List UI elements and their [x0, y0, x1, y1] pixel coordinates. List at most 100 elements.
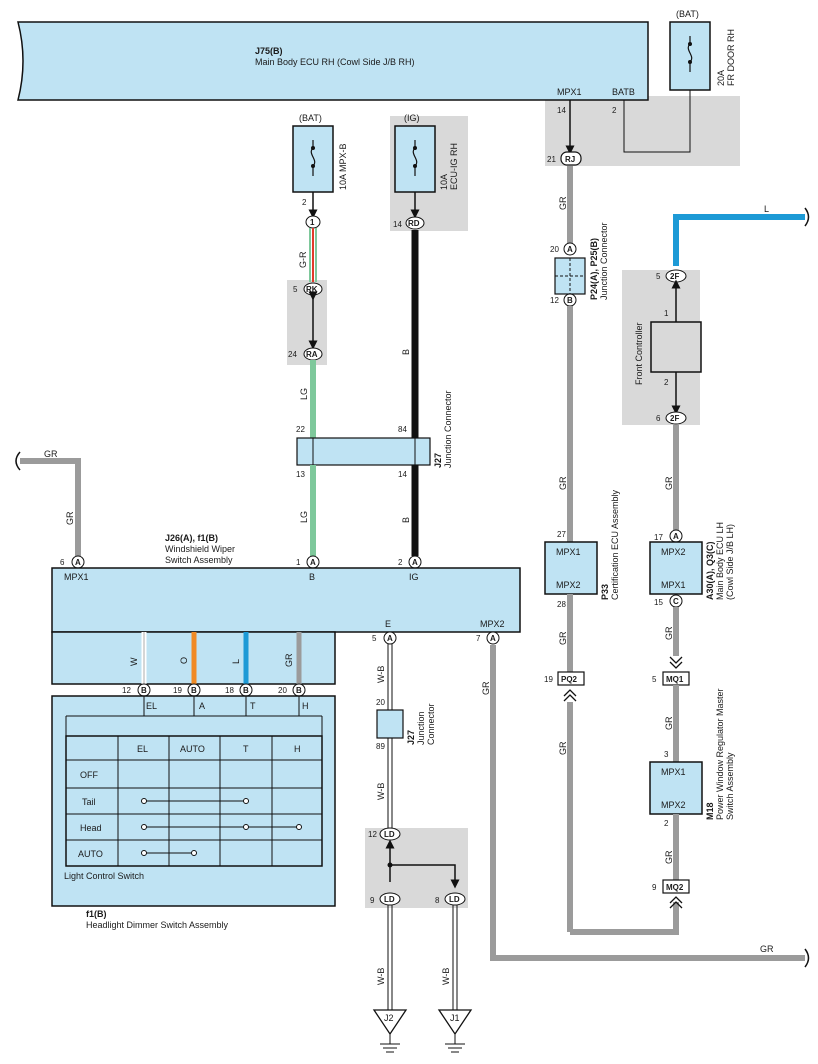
ls-row-off: OFF [80, 770, 98, 780]
wire-label-gr-r: G-R [298, 251, 308, 268]
pw-num-in: 3 [664, 750, 669, 759]
ls-conn-18: B [243, 686, 249, 695]
cert-code: P33 [600, 584, 610, 600]
ls-label-el: EL [146, 701, 157, 711]
j27l-pin-out: 89 [376, 742, 385, 751]
j27u-pin-out-lg: 13 [296, 470, 305, 479]
ecu-rh-pin-batb: BATB [612, 87, 635, 97]
pq2-chevron [563, 689, 577, 702]
j27u-pin-out-b: 14 [398, 470, 407, 479]
ground-j2-label: J2 [384, 1013, 394, 1023]
fuse-door-name: FR DOOR RH [726, 29, 736, 86]
ls-pin-19: 19 [173, 686, 182, 695]
wiper-num-b: 1 [296, 558, 301, 567]
ecu-lh-pin-mpx1: MPX1 [661, 580, 686, 590]
wire-label-gr-4: GR [558, 741, 568, 755]
wiper-conn-mpx1: A [75, 558, 81, 567]
ra-conn: RA [306, 350, 318, 359]
p24-pin-a-circle [563, 242, 577, 256]
wire-batb [623, 90, 691, 153]
ld-pin-left: 9 [370, 896, 375, 905]
wiper-name1: Windshield Wiper [165, 544, 235, 554]
rj-label: RJ [565, 155, 575, 164]
light-switch-table: EL AUTO T H OFF Tail Head AUTO [65, 735, 323, 867]
cert-ecu-box [544, 541, 598, 595]
mq2-label: MQ2 [666, 883, 684, 892]
ld-pin-top: 12 [368, 830, 377, 839]
wiper-conn-mpx2: A [490, 634, 496, 643]
fuse-mpxb-source: (BAT) [299, 113, 322, 123]
wire-label-b-1: B [401, 349, 411, 355]
fuse-door-rating: 20A [716, 70, 726, 86]
wiper-num-e: 5 [372, 634, 377, 643]
ecu-lh-num-bot: 15 [654, 598, 663, 607]
rj-connector [560, 151, 582, 166]
ld-conn-right: LD [449, 895, 460, 904]
mq2-chevron [669, 896, 683, 909]
fuse-ecuig-source: (IG) [404, 113, 420, 123]
ls-name: Headlight Dimmer Switch Assembly [86, 920, 229, 930]
wiper-conn-e: A [387, 634, 393, 643]
wire-label-gr-11: GR [481, 681, 491, 695]
j27l-name2: Connector [426, 703, 436, 745]
ecu-lh-conn-bot: C [673, 597, 679, 606]
ecu-rh-num-mpx1: 14 [557, 106, 566, 115]
pw-name2: Switch Assembly [725, 752, 735, 820]
cert-num-out: 28 [557, 600, 566, 609]
j27u-pin-in-b: 84 [398, 425, 407, 434]
fuse-door-box [669, 21, 711, 91]
rk-pin: 5 [293, 285, 298, 294]
p24-conn-a: A [567, 245, 573, 254]
wire-label-gr-1: GR [558, 196, 568, 210]
j27u-name: Junction Connector [443, 390, 453, 468]
wiper-conn-ig: A [412, 558, 418, 567]
fc-num-in: 1 [664, 309, 669, 318]
light-switch-pins: 12 B 19 B 18 B 20 B [122, 683, 306, 697]
wire-label-gr-10: GR [65, 511, 75, 525]
p24-conn-b: B [567, 296, 573, 305]
wire-label-gr-5: GR [664, 476, 674, 490]
wire-l-blue [673, 214, 805, 266]
p24-pin-b: 12 [550, 296, 559, 305]
mq1-label: MQ1 [666, 675, 684, 684]
pw-code: M18 [705, 802, 715, 820]
ecu-lh-code: A30(A), Q3(C) [705, 541, 715, 600]
fuse-ecuig-name: ECU-IG RH [449, 143, 459, 190]
wire-wb-ground [387, 905, 458, 1010]
ls-row-auto: AUTO [78, 849, 103, 859]
wire-label-gr-9: GR [44, 449, 58, 459]
ecu-rh-name: Main Body ECU RH (Cowl Side J/B RH) [255, 57, 415, 67]
fuse-ecuig-rating: 10A [439, 174, 449, 190]
ls-conn-12: B [141, 686, 147, 695]
dimmer-switch-box [51, 695, 336, 907]
fc-conn-bot [665, 411, 687, 425]
fc-num-out: 2 [664, 378, 669, 387]
pw-pin-mpx2: MPX2 [661, 800, 686, 810]
fc-name: Front Controller [634, 322, 644, 385]
ground-j1 [437, 1009, 473, 1036]
wire-label-wb-2: W-B [376, 783, 386, 800]
wiper-num-ig: 2 [398, 558, 403, 567]
cert-pin-mpx2: MPX2 [556, 580, 581, 590]
ls-row-head: Head [80, 823, 102, 833]
ecu-rh-box [17, 21, 649, 101]
ecu-rh-code: J75(B) [255, 46, 283, 56]
cert-name: Certification ECU Assembly [610, 489, 620, 600]
fuse-ecuig-conn: RD [408, 219, 420, 228]
ecu-lh-pin-mpx2: MPX2 [661, 547, 686, 557]
j27-upper-box [296, 437, 431, 466]
ls-col-h: H [294, 744, 301, 754]
wiper-pin-mpx2: MPX2 [480, 619, 505, 629]
wire-label-wb-1: W-B [376, 666, 386, 683]
wire-label-gr-8: GR [664, 850, 674, 864]
wiper-code: J26(A), f1(B) [165, 533, 218, 543]
rk-conn: RK [306, 285, 318, 294]
wiper-pin-ig: IG [409, 572, 419, 582]
ecu-lh-name1: Main Body ECU LH [715, 522, 725, 600]
j27l-pin-in: 20 [376, 698, 385, 707]
ls-pin-12: 12 [122, 686, 131, 695]
ls-conn-20: B [296, 686, 302, 695]
mq1-chevron [669, 656, 683, 669]
wiper-conn-b: A [310, 558, 316, 567]
